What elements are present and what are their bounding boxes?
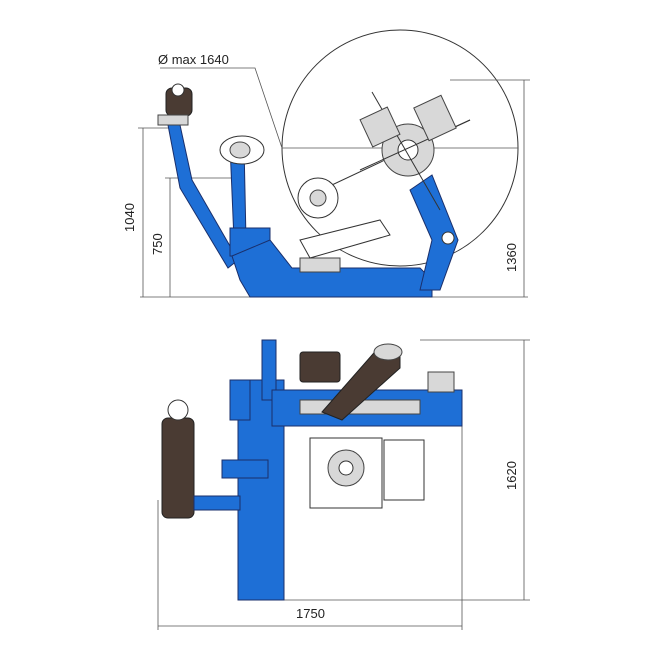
upper-post: [261, 339, 277, 401]
top-view: 1620 1750: [157, 339, 530, 630]
tool-column: [157, 83, 239, 269]
dim-1620-label: 1620: [504, 461, 519, 490]
diameter-label: Ø max 1640: [158, 52, 229, 67]
side-block: [229, 379, 251, 421]
control-box: [427, 371, 455, 393]
tool-head: [297, 177, 339, 219]
wheel-cylinder: [383, 439, 425, 501]
belt-cap: [373, 343, 403, 361]
wheel-clamp: [359, 91, 471, 211]
machine-base: [231, 219, 433, 298]
belt-guard: [321, 345, 401, 421]
diameter-leader: [160, 67, 283, 149]
dim-1750-label: 1750: [296, 606, 325, 621]
tool-column-top: [161, 399, 269, 519]
clamp-mechanism-top: [309, 437, 383, 509]
side-view: Ø max 1640 1040 750 1360: [122, 29, 530, 298]
motor-box: [299, 351, 341, 383]
middle-arm: [219, 135, 271, 257]
dim-750-label: 750: [150, 233, 165, 255]
dim-1040-label: 1040: [122, 203, 137, 232]
dim-1360-label: 1360: [504, 243, 519, 272]
